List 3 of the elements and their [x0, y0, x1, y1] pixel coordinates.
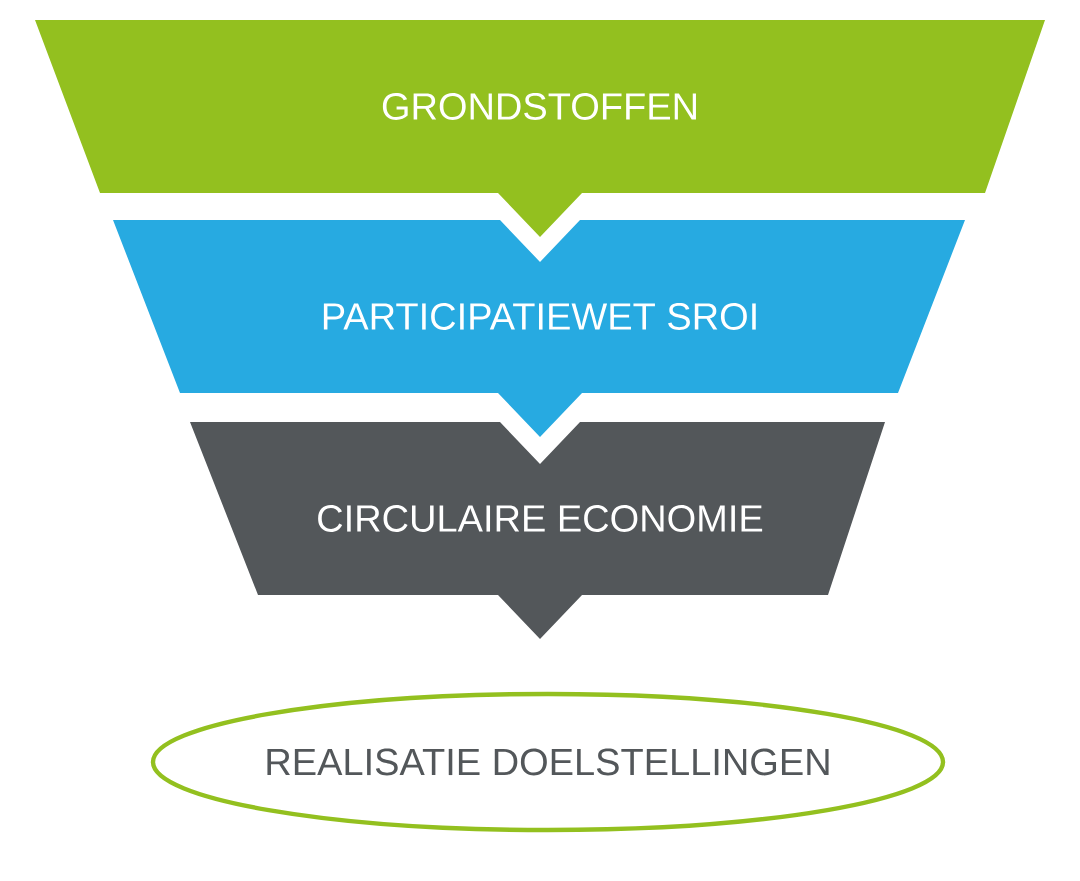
funnel-band: CIRCULAIRE ECONOMIE — [190, 422, 885, 639]
funnel-band: PARTICIPATIEWET SROI — [113, 220, 965, 437]
funnel-band: GRONDSTOFFEN — [35, 20, 1045, 237]
